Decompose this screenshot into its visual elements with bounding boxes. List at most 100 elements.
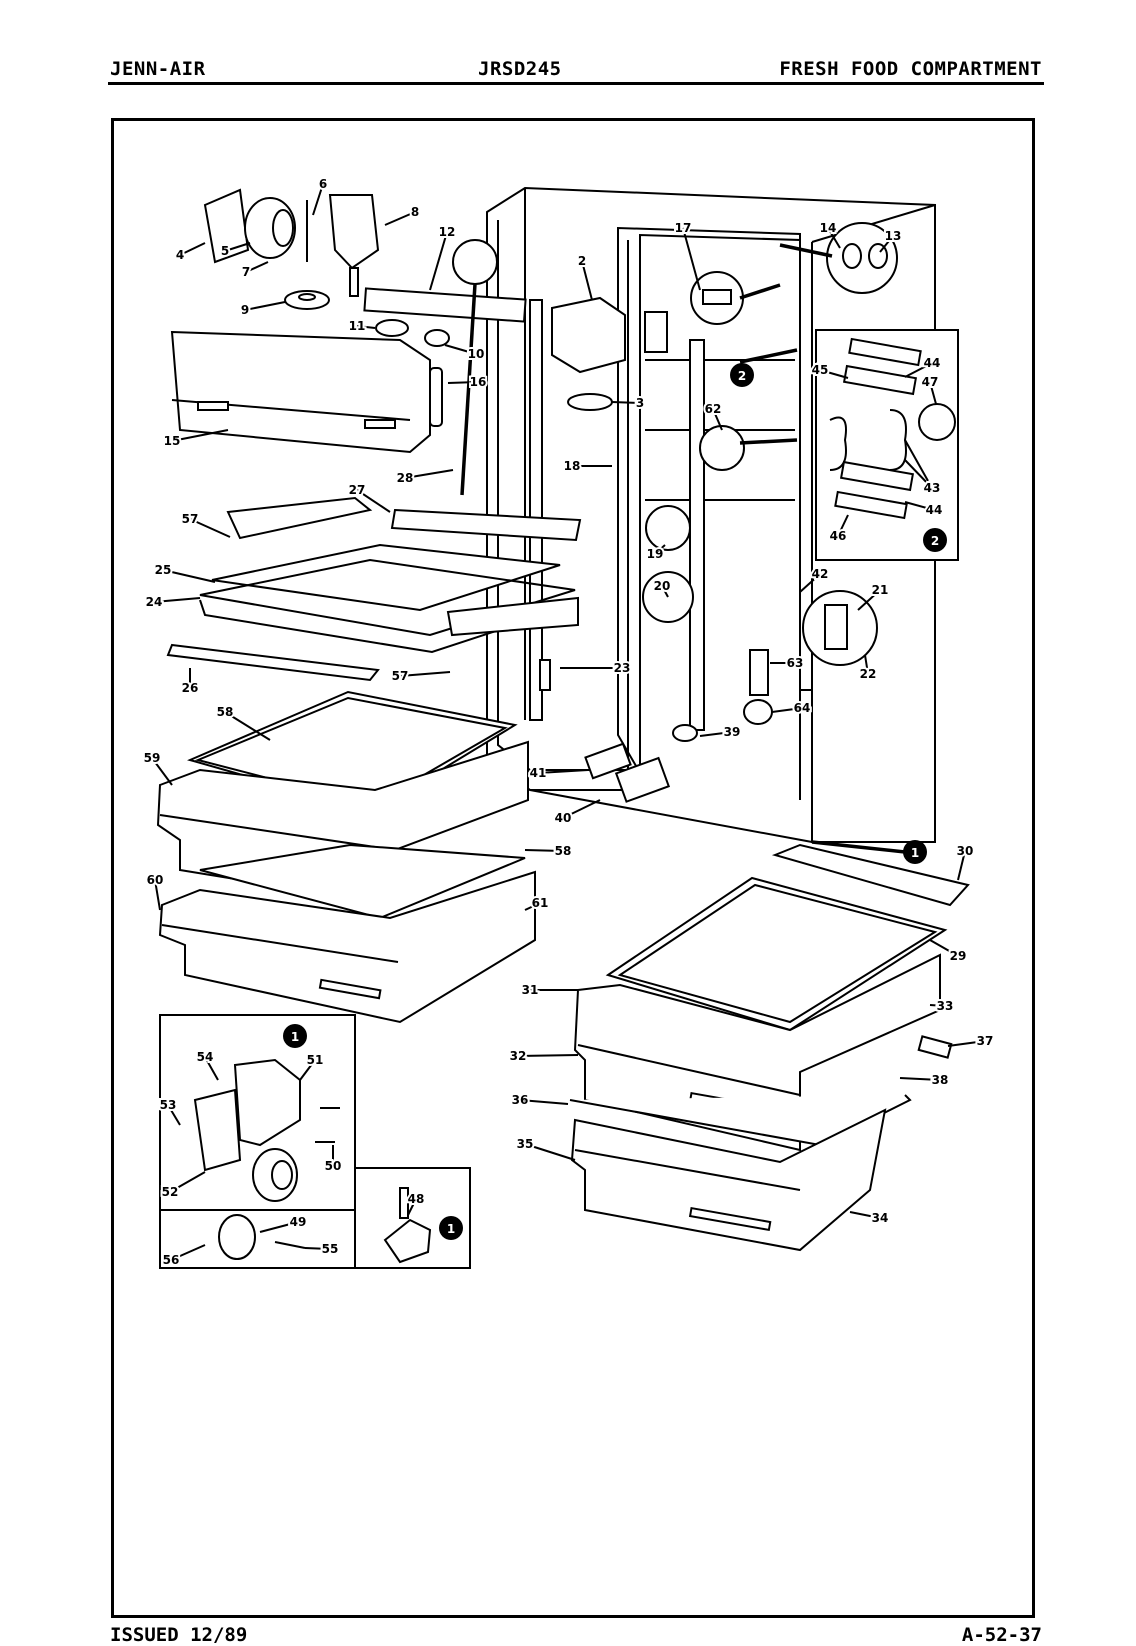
part-label-21: 21 [872, 583, 889, 597]
leader-line-29 [929, 939, 959, 957]
part-number-3: 3 [636, 396, 644, 410]
part-number-21: 21 [872, 583, 889, 597]
part-label-16: 16 [470, 375, 487, 389]
part-number-27: 27 [349, 483, 366, 497]
part-number-24: 24 [146, 595, 163, 609]
part-number-17: 17 [675, 221, 692, 235]
part-label-23: 23 [614, 661, 631, 675]
part-label-20: 20 [654, 579, 671, 593]
leader-line-60 [154, 879, 161, 911]
callout-1-cabinet: 1 [911, 846, 919, 860]
part-number-14: 14 [820, 221, 837, 235]
part-number-55: 55 [322, 1242, 339, 1256]
leader-line-10 [444, 344, 477, 355]
leader-line-56 [170, 1244, 206, 1261]
part-number-40: 40 [555, 811, 572, 825]
page-code: A-52-37 [961, 1624, 1042, 1646]
leader-line-40 [562, 799, 601, 819]
upper-shelf [166, 496, 582, 691]
part-label-38: 38 [932, 1073, 949, 1087]
part-number-16: 16 [470, 375, 487, 389]
callout-2-top: 2 [738, 369, 746, 383]
part-number-25: 25 [155, 563, 172, 577]
part-number-47: 47 [922, 375, 939, 389]
leader-line-61 [524, 902, 541, 911]
part-number-29: 29 [950, 949, 967, 963]
part-number-33: 33 [937, 999, 954, 1013]
part-number-44: 44 [924, 356, 941, 370]
part-number-61: 61 [532, 896, 549, 910]
part-number-12: 12 [439, 225, 456, 239]
leader-line-64 [771, 707, 803, 713]
leader-line-21 [857, 589, 881, 611]
part-number-59: 59 [144, 751, 161, 765]
part-label-19: 19 [647, 547, 664, 561]
part-label-35: 35 [517, 1137, 534, 1151]
part-label-6: 6 [319, 177, 327, 191]
part-label-57b: 57 [392, 669, 409, 683]
detail-box-2 [815, 329, 959, 561]
leader-line-4 [179, 242, 206, 256]
part-number-41: 41 [530, 766, 547, 780]
part-label-28: 28 [397, 471, 414, 485]
part-number-36: 36 [512, 1093, 529, 1107]
leader-line-7 [245, 261, 269, 273]
part-number-44b: 44 [926, 503, 943, 517]
part-label-60: 60 [147, 873, 164, 887]
part-label-41: 41 [530, 766, 547, 780]
part-label-8: 8 [411, 205, 419, 219]
leader-line-2 [581, 260, 593, 301]
leader-line-32 [517, 1054, 579, 1057]
part-label-27: 27 [349, 483, 366, 497]
part-number-7: 7 [242, 265, 250, 279]
part-number-43b: 43 [924, 481, 941, 495]
part-label-25: 25 [155, 563, 172, 577]
leader-line-43 [904, 459, 933, 489]
part-label-15: 15 [164, 434, 181, 448]
part-label-42: 42 [812, 567, 829, 581]
control-panel [170, 287, 527, 454]
part-label-5: 5 [221, 244, 229, 258]
part-number-57: 57 [182, 512, 199, 526]
part-number-2: 2 [578, 254, 586, 268]
part-label-40: 40 [555, 811, 572, 825]
leader-line-13 [879, 235, 894, 253]
part-number-30: 30 [957, 844, 974, 858]
leader-line-14 [827, 227, 841, 249]
leader-line-30 [957, 850, 966, 881]
part-number-45: 45 [812, 363, 829, 377]
part-number-28: 28 [397, 471, 414, 485]
part-label-55: 55 [322, 1242, 339, 1256]
leader-line-52 [169, 1171, 206, 1193]
part-label-44b: 44 [926, 503, 943, 517]
part-number-37: 37 [977, 1034, 994, 1048]
callout-1-box: 1 [291, 1030, 299, 1044]
part-label-44: 44 [924, 356, 941, 370]
model-number: JRSD245 [478, 58, 562, 80]
left-lower-crisper [158, 843, 536, 1024]
leader-line-54 [204, 1056, 219, 1081]
leader-line-42 [799, 573, 821, 593]
part-label-49: 49 [290, 1215, 307, 1229]
right-crisper-assembly [569, 843, 970, 1252]
part-number-11: 11 [349, 319, 366, 333]
part-label-43b: 43 [924, 481, 941, 495]
part-number-15: 15 [164, 434, 181, 448]
part-number-57b: 57 [392, 669, 409, 683]
leader-line-22 [864, 654, 869, 675]
part-label-52: 52 [162, 1185, 179, 1199]
part-label-58: 58 [217, 705, 234, 719]
leader-line-51 [299, 1059, 316, 1081]
part-label-4: 4 [176, 248, 184, 262]
part-number-42: 42 [812, 567, 829, 581]
part-label-50: 50 [325, 1159, 342, 1173]
part-number-53: 53 [160, 1098, 177, 1112]
part-label-57: 57 [182, 512, 199, 526]
hinge-parts [584, 742, 671, 803]
part-number-35: 35 [517, 1137, 534, 1151]
part-number-20: 20 [654, 579, 671, 593]
leader-line-33 [929, 1004, 946, 1007]
leader-line-5 [224, 242, 251, 252]
part-label-62: 62 [705, 402, 722, 416]
part-label-33: 33 [937, 999, 954, 1013]
